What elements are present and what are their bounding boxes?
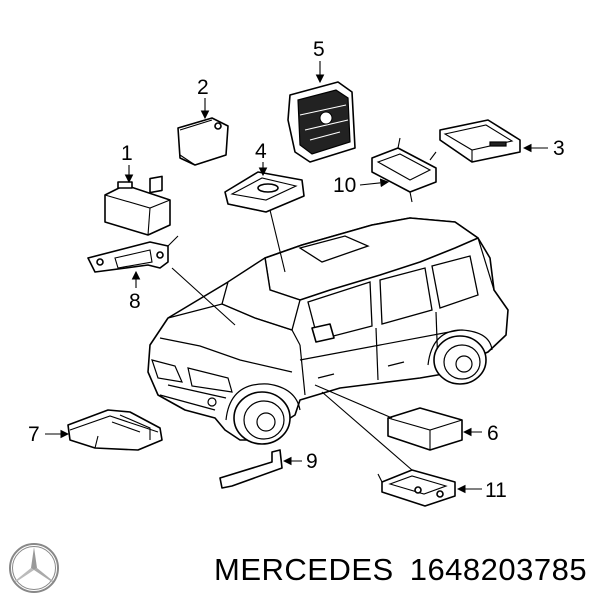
part-3-module — [439, 119, 521, 163]
callout-1: 1 — [121, 142, 133, 165]
callout-10: 10 — [333, 174, 356, 197]
part-7-module — [67, 409, 163, 451]
mercedes-star-logo — [9, 543, 59, 593]
callout-2: 2 — [197, 76, 209, 99]
part-5-module — [287, 81, 356, 163]
callout-7: 7 — [28, 423, 40, 446]
callout-6: 6 — [487, 422, 499, 445]
callout-11: 11 — [485, 479, 507, 502]
callout-8: 8 — [129, 290, 141, 313]
callout-4: 4 — [255, 140, 267, 163]
callout-5: 5 — [313, 38, 325, 61]
part-4-module — [224, 171, 305, 213]
part-9-bracket — [219, 449, 283, 489]
callout-9: 9 — [306, 450, 318, 473]
part-11-bracket — [377, 469, 456, 507]
part-8-bracket — [87, 235, 179, 273]
part-10-bracket — [371, 137, 437, 203]
sunroof — [298, 235, 370, 263]
brand-name: MERCEDES — [214, 552, 394, 587]
part-1-module — [104, 175, 171, 236]
part-6-module — [387, 407, 463, 451]
part-2-module — [177, 117, 229, 166]
vehicle-outline — [147, 217, 509, 445]
footer-label: MERCEDES 1648203785 — [214, 552, 587, 588]
part-number: 1648203785 — [409, 552, 588, 587]
callout-3: 3 — [553, 137, 565, 160]
